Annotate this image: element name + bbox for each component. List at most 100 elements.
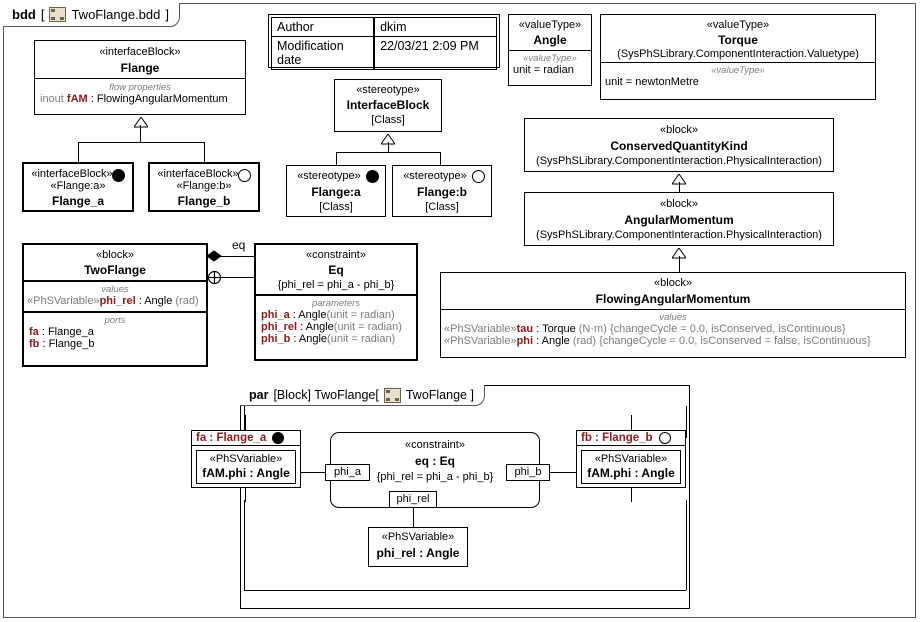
diagram-kind-label: bdd <box>12 7 36 22</box>
block-flange-a-applied-stereotype: «Flange:a» <box>50 180 106 192</box>
valuetype-torque[interactable]: «valueType» Torque (SysPhSLibrary.Compon… <box>600 14 876 100</box>
stereotype-interfaceblock-meta: [Class] <box>371 114 405 126</box>
block-flowing-angular-momentum[interactable]: «block» FlowingAngularMomentum values «P… <box>440 272 906 358</box>
modification-date-value: 22/03/21 2:09 PM <box>374 36 497 70</box>
valuetype-torque-stereotype: «valueType» <box>706 19 770 31</box>
tf-fa-type: Flange_a <box>47 326 94 338</box>
valuetype-angle[interactable]: «valueType» Angle «valueType» unit = rad… <box>508 14 592 86</box>
gen-line-flange-a <box>78 142 79 162</box>
generalization-arrow-flange <box>133 115 149 133</box>
eq-phib-name: phi_b <box>261 333 291 345</box>
metadata-table: Author dkim Modification date 22/03/21 2… <box>268 14 500 70</box>
block-flange-a-name: Flange_a <box>51 194 105 208</box>
par-left-edge-stub-top <box>244 406 245 438</box>
eq-phia-unit: (unit = radian) <box>326 309 395 321</box>
block-flange-b[interactable]: «interfaceBlock» «Flange:b» Flange_b <box>148 162 260 212</box>
par-frame-label: par [Block] TwoFlange[ TwoFlange ] <box>240 385 485 406</box>
eq-phirel-sep: : <box>297 321 306 333</box>
flow-direction: inout <box>40 93 64 105</box>
table-row: Modification date 22/03/21 2:09 PM <box>271 36 497 70</box>
fa-bottom-connector <box>245 488 246 502</box>
eq-param-phi-a: phi_a : Angle(unit = radian) <box>259 309 413 321</box>
valuetype-angle-name: Angle <box>533 33 567 47</box>
cqk-stereotype: «block» <box>660 124 698 136</box>
connector-fa-phi-a <box>301 472 325 473</box>
stereotype-flange-a-keyword: «stereotype» <box>297 170 361 182</box>
tf-fa-name: fa <box>29 326 39 338</box>
am-name: AngularMomentum <box>624 213 734 227</box>
value-phi-rel[interactable]: «PhSVariable» phi_rel : Angle <box>368 527 468 567</box>
fam-value-tau: «PhSVariable»tau : Torque (N·m) {changeC… <box>444 323 902 335</box>
table-row: Author dkim <box>271 17 497 37</box>
valuetype-angle-compartment-label: «valueType» <box>523 53 577 64</box>
stereotype-flange-b[interactable]: «stereotype» Flange:b [Class] <box>392 165 492 217</box>
fam-tau-constraints: {changeCycle = 0.0, isConserved, isConti… <box>609 323 846 335</box>
par-kind-label: par <box>249 388 269 402</box>
block-two-flange[interactable]: «block» TwoFlange values «PhSVariable»ph… <box>22 243 208 367</box>
tf-phirel-type: Angle <box>144 295 173 307</box>
part-fa-property[interactable]: «PhSVariable» fAM.phi : Angle <box>196 450 296 484</box>
stereotype-interfaceblock[interactable]: «stereotype» InterfaceBlock [Class] <box>334 79 442 132</box>
part-fa-property-stereotype: «PhSVariable» <box>209 453 283 465</box>
valuetype-torque-name: Torque <box>718 33 758 47</box>
eq-phia-name: phi_a <box>261 309 290 321</box>
bracket-open: [ <box>40 7 45 22</box>
part-fb-header: fb : Flange_b <box>577 431 685 446</box>
stereotype-flange-a[interactable]: «stereotype» Flange:a [Class] <box>286 165 386 217</box>
author-value: dkim <box>374 17 497 37</box>
eq-usage-stereotype: «constraint» <box>405 439 465 451</box>
block-angular-momentum[interactable]: «block» AngularMomentum (SysPhSLibrary.C… <box>524 192 834 246</box>
cqk-name: ConservedQuantityKind <box>610 139 748 153</box>
eq-phirel-type: Angle <box>305 321 334 333</box>
fam-phi-unit: (rad) <box>572 335 597 347</box>
eq-phia-type: Angle <box>298 309 327 321</box>
block-flange-a[interactable]: «interfaceBlock» «Flange:a» Flange_a <box>22 162 134 212</box>
filled-dot-icon <box>272 432 285 444</box>
part-fb-property[interactable]: «PhSVariable» fAM.phi : Angle <box>581 450 681 484</box>
crossed-circle-icon <box>207 270 222 285</box>
twoflange-port-fb: fb : Flange_b <box>27 338 203 350</box>
fam-values-label: values <box>659 312 687 323</box>
port-phi-a[interactable]: phi_a <box>325 464 370 481</box>
part-fb-property-name: fAM.phi : Angle <box>587 466 675 480</box>
block-conserved-quantity-kind[interactable]: «block» ConservedQuantityKind (SysPhSLib… <box>524 118 834 172</box>
eq-usage-expression: {phi_rel = phi_a - phi_b} <box>376 471 494 483</box>
part-fa-header: fa : Flange_a <box>192 431 300 446</box>
diagram-frame-label: bdd [ TwoFlange.bdd ] <box>3 3 180 27</box>
gen-line-flange-v <box>140 125 141 142</box>
port-phi-rel[interactable]: phi_rel <box>389 491 437 508</box>
gen-line-flange-b <box>204 142 205 162</box>
stereotype-flange-b-meta: [Class] <box>425 201 459 213</box>
fam-phi-constraints: {changeCycle = 0.0, isConserved = false,… <box>599 335 871 347</box>
gen-line-ib-a <box>336 152 337 165</box>
eq-phirel-name: phi_rel <box>261 321 298 333</box>
valuetype-torque-qualifier: (SysPhSLibrary.ComponentInteraction.Valu… <box>617 48 859 60</box>
port-phi-b[interactable]: phi_b <box>506 464 550 481</box>
fam-tau-sep: : <box>533 323 543 335</box>
part-fb[interactable]: fb : Flange_b «PhSVariable» fAM.phi : An… <box>576 430 686 488</box>
connector-phi-b-fb <box>550 472 576 473</box>
stereotype-interfaceblock-name: InterfaceBlock <box>346 98 430 112</box>
stereotype-interfaceblock-keyword: «stereotype» <box>356 84 420 96</box>
part-fa[interactable]: fa : Flange_a «PhSVariable» fAM.phi : An… <box>191 430 301 488</box>
block-flange[interactable]: «interfaceBlock» Flange flow properties … <box>34 40 246 115</box>
par-left-edge-stub-bottom <box>244 500 245 590</box>
block-flange-stereotype: «interfaceBlock» <box>99 46 181 58</box>
gen-line-ib-v <box>388 142 389 152</box>
stereotype-flange-b-name: Flange:b <box>417 185 467 199</box>
gen-line-am <box>679 256 680 272</box>
eq-usage-name: eq : Eq <box>414 454 455 468</box>
eq-param-phi-b: phi_b : Angle(unit = radian) <box>259 333 413 345</box>
par-bottom-connector <box>244 590 686 591</box>
gen-line-cqk <box>679 182 680 192</box>
flow-sep: : <box>87 93 97 105</box>
stereotype-flange-b-keyword: «stereotype» <box>403 170 467 182</box>
value-phi-rel-stereotype: «PhSVariable» <box>381 531 455 543</box>
filled-dot-icon <box>112 169 125 182</box>
part-fb-property-stereotype: «PhSVariable» <box>594 453 668 465</box>
constraint-block-eq[interactable]: «constraint» Eq {phi_rel = phi_a - phi_b… <box>254 243 418 361</box>
twoflange-value-phi-rel: «PhSVariable»phi_rel : Angle (rad) <box>27 295 203 307</box>
eq-stereotype: «constraint» <box>306 249 366 261</box>
eq-expression: {phi_rel = phi_a - phi_b} <box>277 279 395 291</box>
sysml-diagram-icon <box>383 387 401 403</box>
